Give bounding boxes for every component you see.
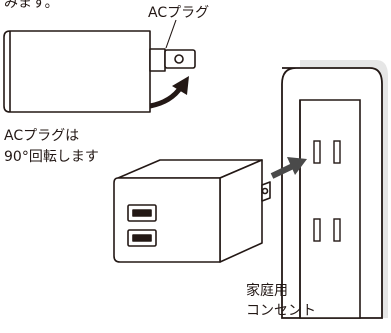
rotation-note-line2: 90°回転します <box>4 149 99 165</box>
ac-plug-label: ACプラグ <box>148 5 210 21</box>
adapter-cube <box>113 159 271 263</box>
instruction-fragment: みます。 <box>4 0 59 11</box>
outlet-label-line2: コンセント <box>246 303 316 319</box>
rotation-note-line1: ACプラグは <box>4 128 80 144</box>
curved-arrow-icon <box>149 76 189 109</box>
ac-plug-pointer <box>165 19 177 49</box>
outlet-label-line1: 家庭用 <box>246 283 288 299</box>
usb-port-icon <box>127 204 157 222</box>
right-arrow-icon <box>270 157 307 179</box>
adapter-side-view <box>3 30 196 113</box>
wall-outlet <box>281 60 388 319</box>
usb-port-icon <box>127 229 157 247</box>
